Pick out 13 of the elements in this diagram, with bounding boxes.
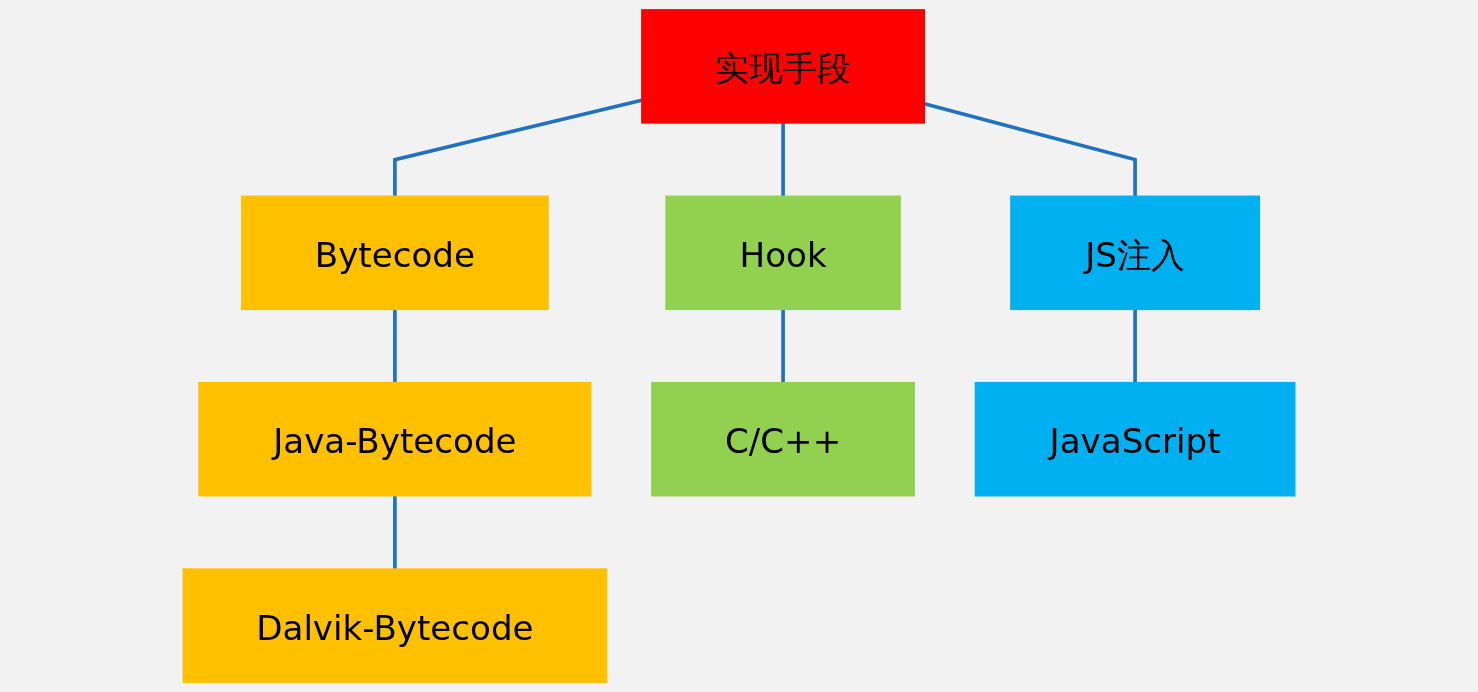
node-box: 实现手段 [641,9,925,124]
connector [781,123,785,197]
node-box: C/C++ [651,381,915,497]
node-box: JS注入 [1010,195,1260,311]
connector [1133,309,1137,383]
node-box: Dalvik-Bytecode [182,568,608,683]
node-box: Hook [665,195,901,311]
connector [393,309,397,383]
node-box: Java-Bytecode [198,381,592,497]
connector [393,495,397,569]
node-box: JavaScript [974,381,1296,497]
connector [781,309,785,383]
node-box: Bytecode [241,195,549,311]
